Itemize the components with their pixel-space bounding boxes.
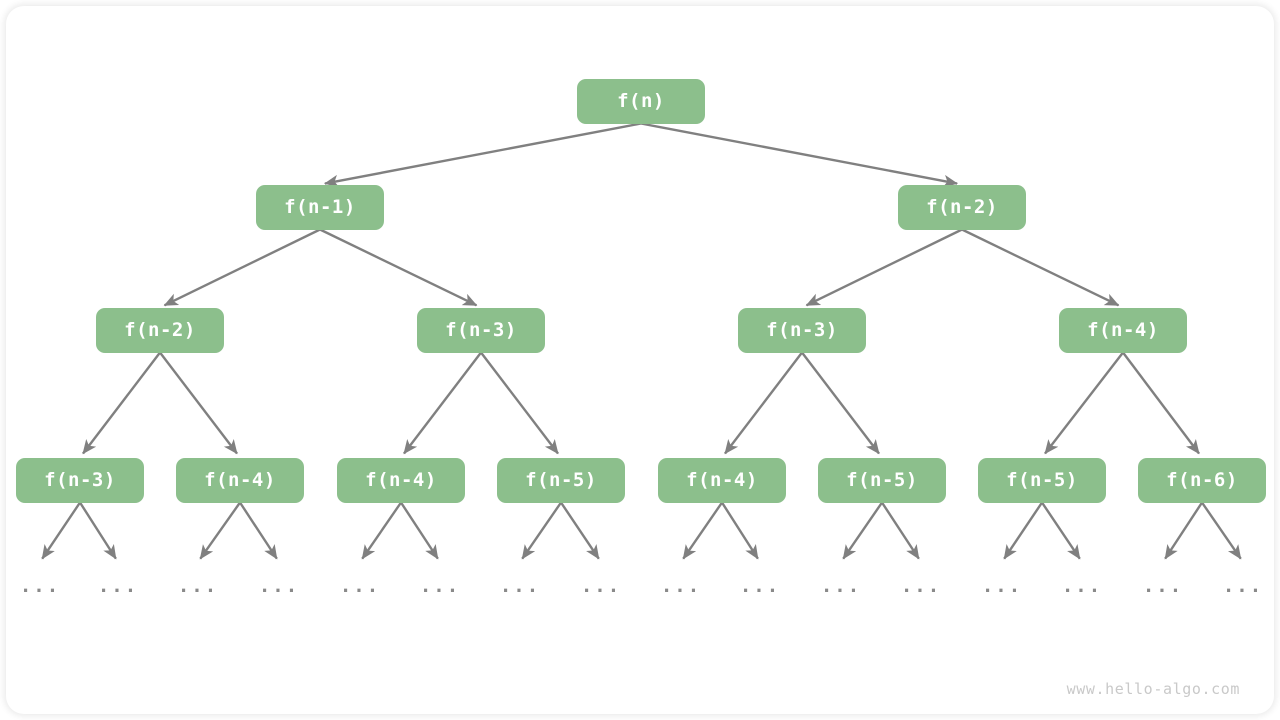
tree-node: f(n-5) — [497, 457, 625, 503]
tree-node: f(n-4) — [658, 457, 786, 503]
ellipsis-marker: ... — [820, 575, 862, 597]
tree-node: f(n-4) — [176, 457, 304, 503]
ellipsis-marker: ... — [900, 575, 942, 597]
ellipsis-marker: ... — [258, 575, 300, 597]
tree-node: f(n-5) — [978, 457, 1106, 503]
ellipsis-marker: ... — [1061, 575, 1103, 597]
ellipsis-marker: ... — [339, 575, 381, 597]
tree-node: f(n-3) — [738, 307, 866, 353]
ellipsis-marker: ... — [739, 575, 781, 597]
tree-node: f(n-3) — [417, 307, 545, 353]
ellipsis-marker: ... — [19, 575, 61, 597]
tree-node: f(n-2) — [96, 307, 224, 353]
tree-node: f(n-2) — [898, 184, 1026, 230]
ellipsis-marker: ... — [419, 575, 461, 597]
ellipsis-marker: ... — [499, 575, 541, 597]
ellipsis-marker: ... — [1142, 575, 1184, 597]
ellipsis-marker: ... — [580, 575, 622, 597]
tree-node: f(n-1) — [256, 184, 384, 230]
tree-node: f(n-6) — [1138, 457, 1266, 503]
ellipsis-marker: ... — [981, 575, 1023, 597]
tree-node: f(n-4) — [337, 457, 465, 503]
ellipsis-marker: ... — [177, 575, 219, 597]
tree-node: f(n-3) — [16, 457, 144, 503]
ellipsis-marker: ... — [97, 575, 139, 597]
ellipsis-marker: ... — [660, 575, 702, 597]
ellipsis-marker: ... — [1222, 575, 1264, 597]
tree-node: f(n-5) — [818, 457, 946, 503]
tree-node: f(n) — [577, 78, 705, 124]
tree-node: f(n-4) — [1059, 307, 1187, 353]
watermark: www.hello-algo.com — [1066, 680, 1240, 698]
